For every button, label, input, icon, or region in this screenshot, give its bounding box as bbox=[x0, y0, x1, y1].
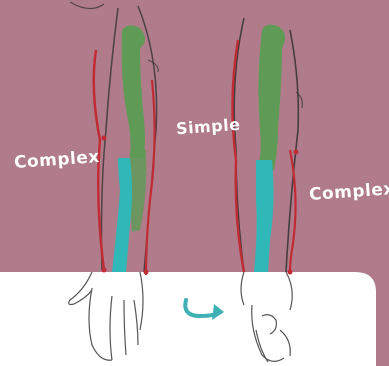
white-bottom-panel bbox=[0, 272, 376, 366]
